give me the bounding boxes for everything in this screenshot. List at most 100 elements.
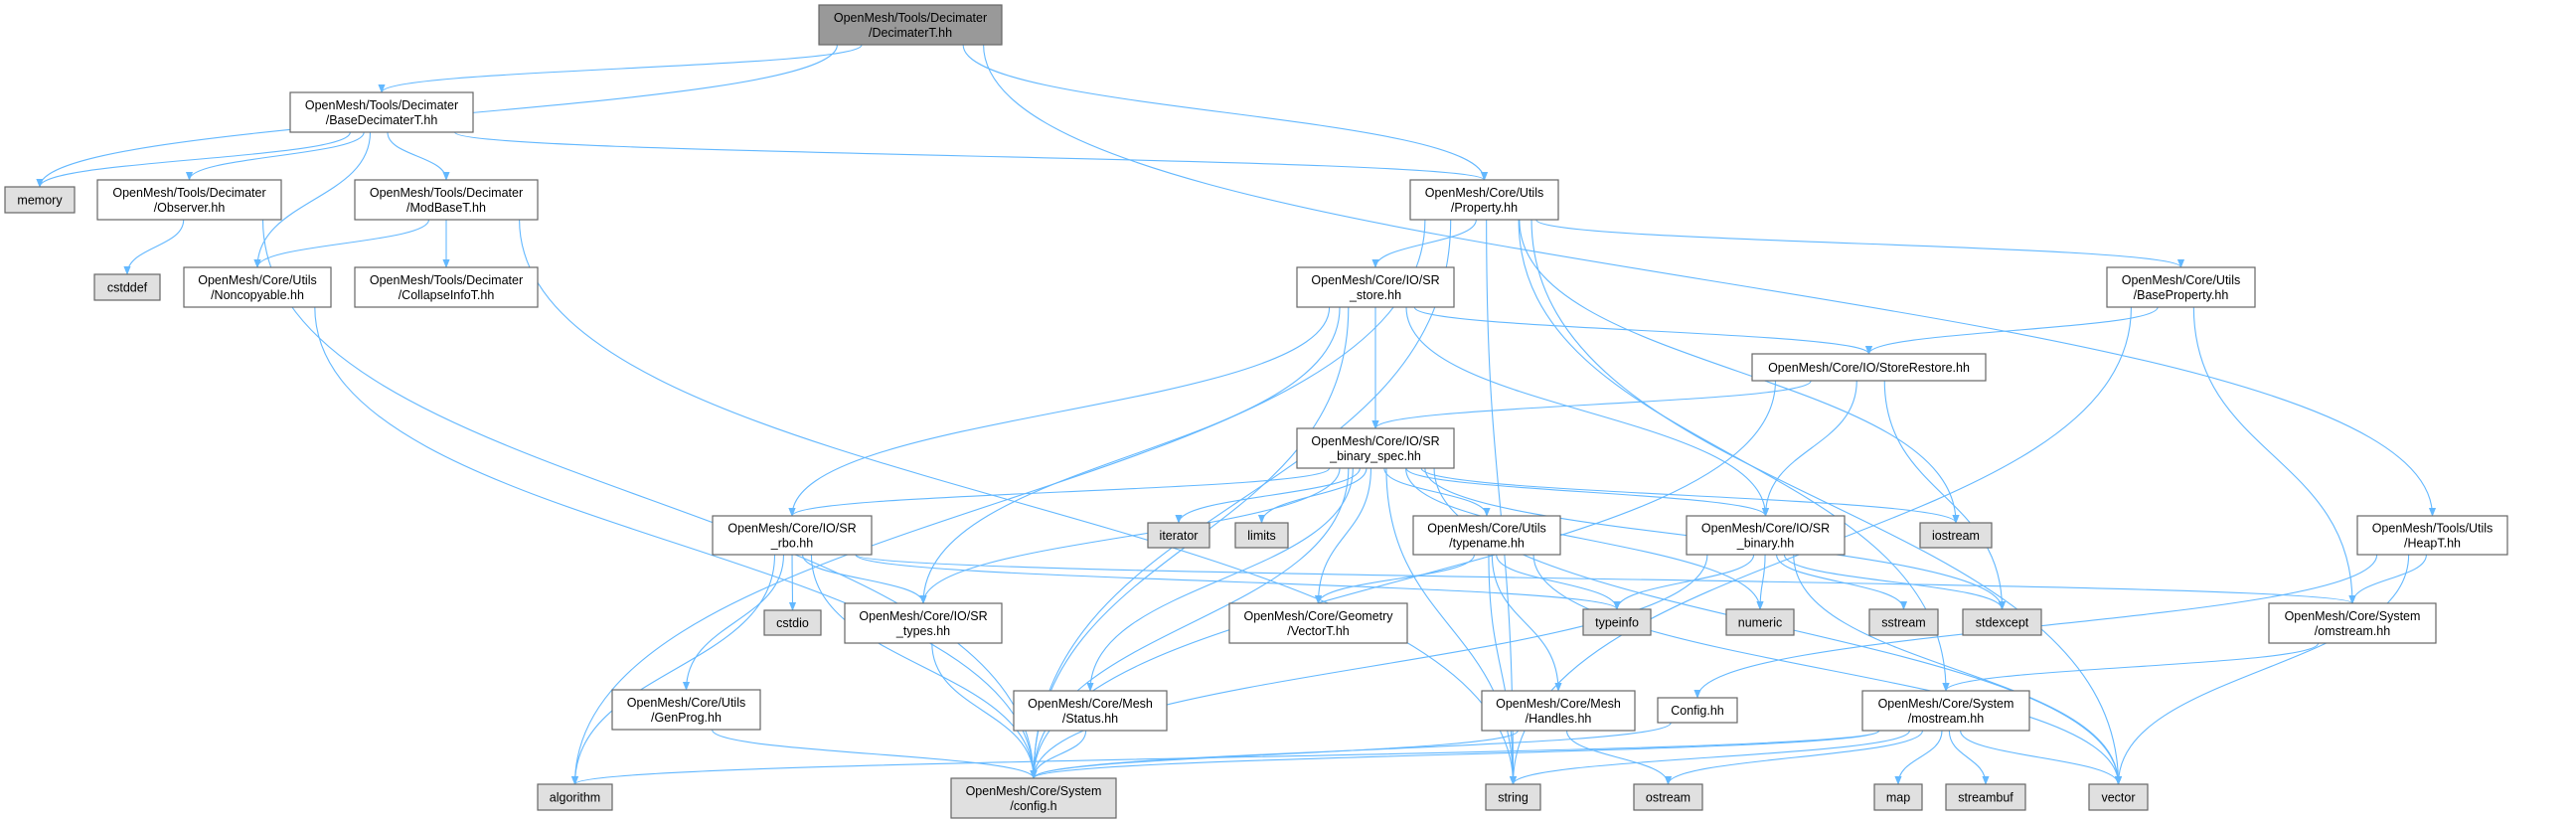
node-SR_types[interactable]: OpenMesh/Core/IO/SR_types.hh xyxy=(844,602,1003,644)
node-label: limits xyxy=(1247,529,1275,543)
edge-Property-to-mostream xyxy=(1518,219,1950,692)
node-label: /BaseDecimaterT.hh xyxy=(326,113,438,127)
edge-mostream-to-streambuf xyxy=(1948,730,1990,785)
node-box xyxy=(1013,690,1168,732)
node-configH: OpenMesh/Core/System/config.h xyxy=(950,777,1117,819)
edge-omstream-to-mostream xyxy=(1942,642,2320,692)
edge-typename-to-string xyxy=(1488,554,1518,785)
edge-StoreRestore-to-SR_binary_spec xyxy=(1371,380,1812,429)
node-label: ostream xyxy=(1646,791,1690,805)
node-ConfigHH[interactable]: Config.hh xyxy=(1657,697,1738,724)
edge-mostream-to-algorithm xyxy=(571,730,1880,785)
node-BaseProperty[interactable]: OpenMesh/Core/Utils/BaseProperty.hh xyxy=(2106,266,2256,308)
node-label: OpenMesh/Core/Utils xyxy=(627,696,746,710)
node-box xyxy=(1686,515,1846,556)
node-VectorT[interactable]: OpenMesh/Core/Geometry/VectorT.hh xyxy=(1228,602,1408,644)
edge-BaseDecimaterT-to-Property xyxy=(454,131,1488,181)
edge-SR_binary_spec-to-Status xyxy=(1086,467,1354,692)
node-label: /VectorT.hh xyxy=(1287,624,1350,638)
edge-Property-to-BaseProperty xyxy=(1535,219,2184,268)
node-box xyxy=(1919,522,1993,549)
edge-Observer-to-configH xyxy=(261,219,1038,779)
node-omstream[interactable]: OpenMesh/Core/System/omstream.hh xyxy=(2268,602,2437,644)
node-SR_binary_spec[interactable]: OpenMesh/Core/IO/SR_binary_spec.hh xyxy=(1296,427,1455,469)
node-Property[interactable]: OpenMesh/Core/Utils/Property.hh xyxy=(1409,179,1559,221)
edge-BaseDecimaterT-to-memory xyxy=(36,131,351,188)
node-label: OpenMesh/Core/IO/StoreRestore.hh xyxy=(1768,361,1970,375)
node-sstream: sstream xyxy=(1868,608,1939,636)
node-box xyxy=(611,689,761,731)
edge-Property-to-algorithm xyxy=(570,219,1426,785)
node-cstddef: cstddef xyxy=(93,273,161,301)
node-BaseDecimaterT[interactable]: OpenMesh/Tools/Decimater/BaseDecimaterT.… xyxy=(289,91,474,133)
node-label: _binary_spec.hh xyxy=(1329,449,1421,463)
node-Status[interactable]: OpenMesh/Core/Mesh/Status.hh xyxy=(1013,690,1168,732)
node-Observer[interactable]: OpenMesh/Tools/Decimater/Observer.hh xyxy=(96,179,282,221)
node-label: OpenMesh/Core/Utils xyxy=(198,273,317,287)
node-box xyxy=(1296,427,1455,469)
edge-Property-to-vector xyxy=(1530,219,2123,785)
node-typename[interactable]: OpenMesh/Core/Utils/typename.hh xyxy=(1412,515,1561,556)
node-box xyxy=(1751,353,1987,382)
node-box xyxy=(1228,602,1408,644)
edge-SR_binary_spec-to-numeric xyxy=(1405,467,1764,610)
node-HeapT[interactable]: OpenMesh/Tools/Utils/HeapT.hh xyxy=(2356,515,2508,556)
node-label: /mostream.hh xyxy=(1908,712,1984,726)
node-box xyxy=(96,179,282,221)
node-label: OpenMesh/Core/Utils xyxy=(1425,186,1544,200)
edge-SR_binary-to-sstream xyxy=(1776,554,1908,610)
edge-DecimaterT-to-Property xyxy=(962,44,1489,181)
edge-BaseDecimaterT-to-Noncopyable xyxy=(253,131,372,268)
edge-SR_binary_spec-to-limits xyxy=(1257,467,1368,524)
node-label: OpenMesh/Core/IO/SR xyxy=(727,522,856,536)
node-SR_store[interactable]: OpenMesh/Core/IO/SR_store.hh xyxy=(1296,266,1455,308)
node-label: OpenMesh/Core/Mesh xyxy=(1496,697,1621,711)
node-box xyxy=(2088,783,2149,811)
node-box xyxy=(2106,266,2256,308)
node-label: OpenMesh/Core/IO/SR xyxy=(1311,273,1439,287)
node-label: string xyxy=(1498,791,1529,805)
node-box xyxy=(354,266,539,308)
edge-BaseProperty-to-StoreRestore xyxy=(1865,306,2159,355)
node-CollapseInfoT[interactable]: OpenMesh/Tools/Decimater/CollapseInfoT.h… xyxy=(354,266,539,308)
edge-BaseProperty-to-omstream xyxy=(2192,306,2356,604)
edge-SR_rbo-to-GenProg xyxy=(682,554,785,691)
node-box xyxy=(950,777,1117,819)
node-label: cstddef xyxy=(107,281,148,295)
edge-typename-to-typeinfo xyxy=(1496,554,1621,610)
node-label: iostream xyxy=(1932,529,1980,543)
node-box xyxy=(4,186,76,214)
node-label: _store.hh xyxy=(1349,288,1401,302)
node-ModBaseT[interactable]: OpenMesh/Tools/Decimater/ModBaseT.hh xyxy=(354,179,539,221)
node-label: /Property.hh xyxy=(1451,201,1518,215)
edge-SR_binary_spec-to-typename xyxy=(1383,467,1491,517)
edge-SR_store-to-SR_types xyxy=(919,306,1341,604)
node-label: /Observer.hh xyxy=(154,201,226,215)
node-label: OpenMesh/Tools/Decimater xyxy=(305,98,458,112)
edge-SR_store-to-SR_binary xyxy=(1405,306,1770,517)
node-SR_rbo[interactable]: OpenMesh/Core/IO/SR_rbo.hh xyxy=(712,515,873,556)
edge-SR_types-to-configH xyxy=(931,642,1038,779)
node-GenProg[interactable]: OpenMesh/Core/Utils/GenProg.hh xyxy=(611,689,761,731)
edge-DecimaterT-to-HeapT xyxy=(983,44,2437,517)
node-label: OpenMesh/Core/Utils xyxy=(1427,522,1546,536)
node-label: /config.h xyxy=(1010,799,1056,813)
edge-DecimaterT-to-BaseDecimaterT xyxy=(378,44,863,93)
node-mostream[interactable]: OpenMesh/Core/System/mostream.hh xyxy=(1861,690,2030,732)
node-DecimaterT[interactable]: OpenMesh/Tools/Decimater/DecimaterT.hh xyxy=(818,4,1003,46)
edge-SR_rbo-to-algorithm xyxy=(570,554,776,785)
node-label: /CollapseInfoT.hh xyxy=(399,288,495,302)
node-SR_binary[interactable]: OpenMesh/Core/IO/SR_binary.hh xyxy=(1686,515,1846,556)
edge-SR_binary-to-stdexcept xyxy=(1783,554,2007,610)
node-StoreRestore[interactable]: OpenMesh/Core/IO/StoreRestore.hh xyxy=(1751,353,1987,382)
node-Noncopyable[interactable]: OpenMesh/Core/Utils/Noncopyable.hh xyxy=(183,266,332,308)
node-label: OpenMesh/Tools/Decimater xyxy=(834,11,987,25)
node-Handles[interactable]: OpenMesh/Core/Mesh/Handles.hh xyxy=(1481,690,1636,732)
node-iostream: iostream xyxy=(1919,522,1993,549)
edge-HeapT-to-omstream xyxy=(2348,554,2427,604)
node-label: OpenMesh/Core/System xyxy=(2285,609,2421,623)
node-string: string xyxy=(1485,783,1541,811)
edge-ConfigHH-to-configH xyxy=(1030,722,1672,779)
node-box xyxy=(1481,690,1636,732)
edge-mostream-to-string xyxy=(1510,730,1910,785)
